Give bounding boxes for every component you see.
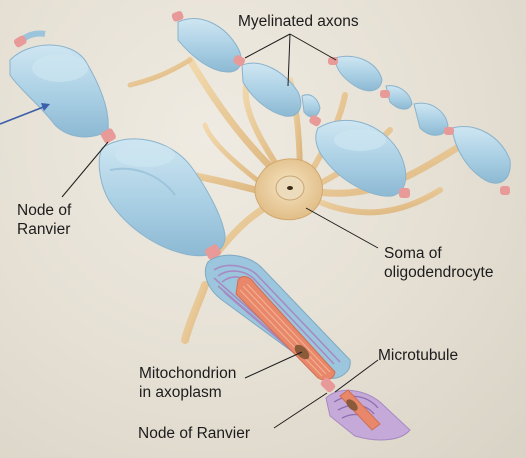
leader-node-bottom	[273, 392, 328, 429]
myelin-sheath-upper-left	[9, 30, 109, 138]
label-soma-line1: Soma of	[384, 245, 442, 262]
node-of-ranvier-upper-1	[171, 11, 184, 22]
label-myelinated-axons: Myelinated axons	[238, 13, 359, 30]
node-of-ranvier-top-left	[13, 35, 27, 48]
node-of-ranvier-upper-3	[309, 115, 322, 127]
axon-lower-segment	[325, 389, 411, 441]
microtubules	[239, 283, 331, 377]
leader-soma	[305, 207, 379, 249]
leader-lines	[61, 33, 379, 429]
pointer-arrow	[0, 103, 50, 125]
node-of-ranvier-left	[100, 128, 116, 144]
node-of-ranvier-upper-2	[233, 55, 246, 67]
label-node-of-ranvier-bottom: Node of Ranvier	[138, 425, 250, 442]
node-of-ranvier-middle-right	[399, 188, 410, 198]
node-of-ranvier-right-2	[380, 90, 390, 98]
label-node-of-ranvier-left-line1: Node of	[17, 202, 72, 219]
label-microtubule: Microtubule	[378, 347, 458, 364]
node-of-ranvier-bottom	[320, 377, 336, 393]
axoplasm	[235, 276, 336, 381]
node-of-ranvier-right-1	[328, 57, 338, 65]
myelin-sheath-left-large	[98, 138, 226, 257]
label-mitochondrion-line2: in axoplasm	[139, 384, 222, 401]
leader-myelinated-axons-2	[287, 33, 291, 87]
label-mitochondrion-line1: Mitochondrion	[139, 365, 236, 382]
node-of-ranvier-right-4	[500, 186, 510, 195]
leader-node-left	[61, 141, 109, 198]
leader-myelinated-axons-1	[244, 33, 291, 59]
myelin-sheaths-upper	[177, 18, 321, 118]
leader-mitochondrion	[244, 351, 303, 379]
leader-microtubule	[334, 359, 379, 393]
label-node-of-ranvier-left-line2: Ranvier	[17, 221, 70, 238]
node-of-ranvier-right-3	[444, 127, 454, 135]
label-soma-line2: oligodendrocyte	[384, 264, 493, 281]
node-of-ranvier-cut-axon	[205, 244, 221, 260]
nucleolus	[287, 186, 293, 190]
cut-away-myelinated-axon	[204, 254, 351, 381]
oligodendrocyte-soma	[254, 158, 323, 221]
myelin-sheaths-right-upper	[334, 55, 511, 184]
leader-myelinated-axons-3	[289, 33, 337, 61]
myelin-sheath-middle-right	[315, 119, 407, 197]
